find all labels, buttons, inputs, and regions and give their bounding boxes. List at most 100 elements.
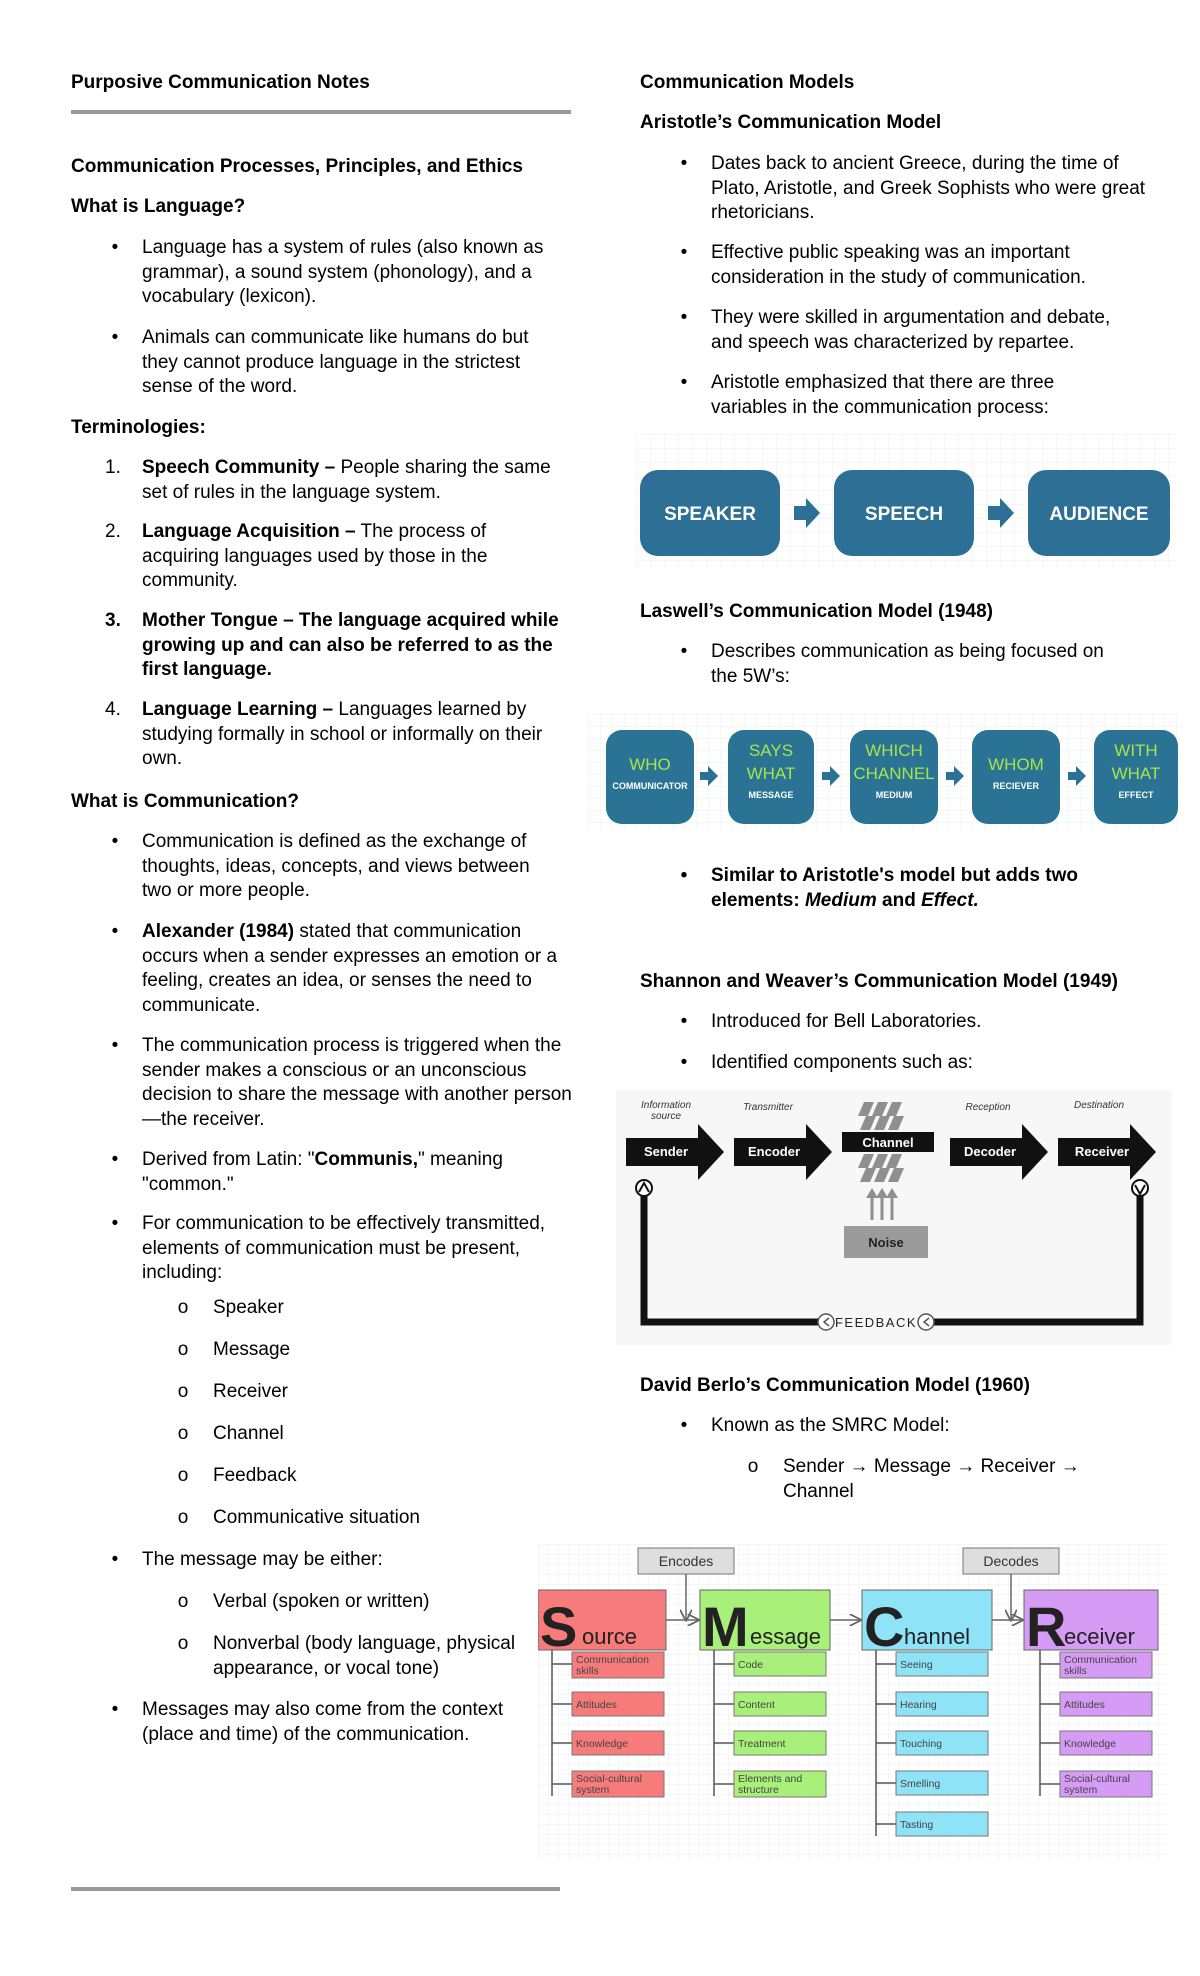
svg-text:Communication: Communication — [1064, 1654, 1137, 1666]
arrow-icon — [794, 498, 820, 528]
laswell-heading: Laswell’s Communication Model (1948) — [640, 601, 993, 622]
svg-text:Knowledge: Knowledge — [576, 1738, 628, 1750]
encoder-arrow — [734, 1124, 832, 1180]
audience-box — [1028, 470, 1170, 556]
svg-text:Channel: Channel — [862, 1135, 913, 1150]
svg-text:Knowledge: Knowledge — [1064, 1738, 1116, 1750]
svg-text:ource: ource — [582, 1624, 637, 1649]
laswell-whom: WHOM RECIEVER — [972, 730, 1060, 824]
svg-text:system: system — [1064, 1784, 1098, 1796]
aristotle-heading: Aristotle’s Communication Model — [640, 112, 942, 133]
svg-text:Attitudes: Attitudes — [1064, 1699, 1105, 1711]
laswell-who: WHO COMMUNICATOR — [606, 730, 694, 824]
svg-text:Receiver: Receiver — [1075, 1144, 1129, 1159]
svg-text:structure: structure — [738, 1784, 779, 1796]
svg-text:Encodes: Encodes — [659, 1553, 713, 1569]
svg-text:EFFECT: EFFECT — [1119, 790, 1155, 800]
footer-rule — [71, 1887, 560, 1891]
svg-text:Code: Code — [738, 1659, 763, 1671]
language-heading: What is Language? — [71, 196, 246, 217]
terminologies-heading: Terminologies: — [71, 417, 206, 438]
berlo-heading: David Berlo’s Communication Model (1960) — [640, 1375, 1030, 1396]
svg-text:Social-cultural: Social-cultural — [576, 1773, 642, 1785]
communication-heading: What is Communication? — [71, 791, 299, 812]
laswell-diagram: WHO COMMUNICATOR SAYS WHAT MESSAGE WHICH… — [588, 714, 1180, 830]
svg-text:Content: Content — [738, 1699, 775, 1711]
svg-text:FEEDBACK: FEEDBACK — [835, 1315, 917, 1330]
arrow-icon — [1068, 766, 1086, 786]
svg-text:WHOM: WHOM — [988, 755, 1044, 774]
speaker-box — [640, 470, 780, 556]
svg-text:Noise: Noise — [868, 1235, 903, 1250]
svg-text:WITH: WITH — [1114, 741, 1157, 760]
svg-text:Touching: Touching — [900, 1738, 942, 1750]
speech-label: SPEECH — [865, 504, 943, 525]
arrow-icon — [946, 766, 964, 786]
feedback-line-right — [928, 1196, 1144, 1326]
svg-text:Decodes: Decodes — [983, 1553, 1038, 1569]
smcr-message: M essage — [699, 1589, 831, 1658]
svg-text:Tasting: Tasting — [900, 1819, 933, 1831]
svg-text:COMMUNICATOR: COMMUNICATOR — [612, 781, 688, 791]
arrow-icon — [822, 766, 840, 786]
svg-text:Sender: Sender — [644, 1144, 688, 1159]
bullet-dot: • — [111, 327, 119, 348]
svg-text:M: M — [702, 1595, 749, 1658]
svg-text:Reception: Reception — [965, 1102, 1010, 1113]
audience-label: AUDIENCE — [1049, 504, 1148, 525]
decoder-arrow — [950, 1124, 1048, 1180]
svg-text:MEDIUM: MEDIUM — [876, 790, 913, 800]
svg-text:R: R — [1026, 1595, 1066, 1658]
svg-text:hannel: hannel — [904, 1624, 970, 1649]
channel-box — [842, 1132, 934, 1152]
noise-zigzag-icon — [858, 1102, 904, 1130]
svg-text:essage: essage — [750, 1624, 821, 1649]
feedback-line-left — [640, 1196, 824, 1326]
svg-text:CHANNEL: CHANNEL — [853, 764, 934, 783]
arrow-icon — [988, 498, 1014, 528]
svg-text:Hearing: Hearing — [900, 1699, 937, 1711]
svg-text:Transmitter: Transmitter — [743, 1102, 793, 1113]
svg-text:Encoder: Encoder — [748, 1144, 800, 1159]
svg-text:Seeing: Seeing — [900, 1659, 933, 1671]
smcr-channel: C hannel — [861, 1589, 993, 1658]
speech-box — [834, 470, 974, 556]
bullet-dot: • — [111, 237, 119, 258]
laswell-says-what: SAYS WHAT MESSAGE — [728, 730, 814, 824]
noise-box — [844, 1226, 928, 1258]
smcr-source: S ource — [538, 1589, 667, 1658]
svg-text:skills: skills — [576, 1665, 599, 1677]
svg-text:WHICH: WHICH — [865, 741, 923, 760]
shannon-weaver-diagram: Information source Transmitter Reception… — [616, 1090, 1172, 1345]
speaker-label: SPEAKER — [664, 504, 756, 525]
shannon-heading: Shannon and Weaver’s Communication Model… — [640, 971, 1118, 992]
svg-text:WHAT: WHAT — [1112, 764, 1161, 783]
arrow-icon — [700, 766, 718, 786]
svg-text:Social-cultural: Social-cultural — [1064, 1773, 1130, 1785]
noise-arrows-icon — [866, 1188, 898, 1220]
svg-text:Smelling: Smelling — [900, 1778, 940, 1790]
smcr-diagram: Encodes Decodes S ource M essage C hanne… — [538, 1544, 1168, 1860]
title-rule — [71, 110, 571, 114]
svg-text:source: source — [651, 1111, 681, 1122]
aristotle-diagram: SPEAKER SPEECH AUDIENCE — [636, 434, 1176, 568]
svg-text:skills: skills — [1064, 1665, 1087, 1677]
svg-text:SAYS: SAYS — [749, 741, 793, 760]
svg-text:S: S — [540, 1595, 577, 1658]
decodes-box — [962, 1547, 1060, 1575]
svg-text:WHAT: WHAT — [747, 764, 796, 783]
document-title: Purposive Communication Notes — [71, 72, 370, 93]
svg-text:system: system — [576, 1784, 610, 1796]
laswell-which-channel: WHICH CHANNEL MEDIUM — [850, 730, 938, 824]
svg-text:C: C — [864, 1595, 904, 1658]
models-heading: Communication Models — [640, 72, 855, 93]
receiver-arrow — [1058, 1124, 1156, 1180]
left-arrow-icon — [917, 1313, 935, 1331]
svg-text:Communication: Communication — [576, 1654, 649, 1666]
smcr-receiver: R eceiver — [1023, 1589, 1159, 1658]
svg-text:Treatment: Treatment — [738, 1738, 786, 1750]
svg-text:WHO: WHO — [629, 755, 671, 774]
svg-text:Attitudes: Attitudes — [576, 1699, 617, 1711]
svg-text:Decoder: Decoder — [964, 1144, 1016, 1159]
